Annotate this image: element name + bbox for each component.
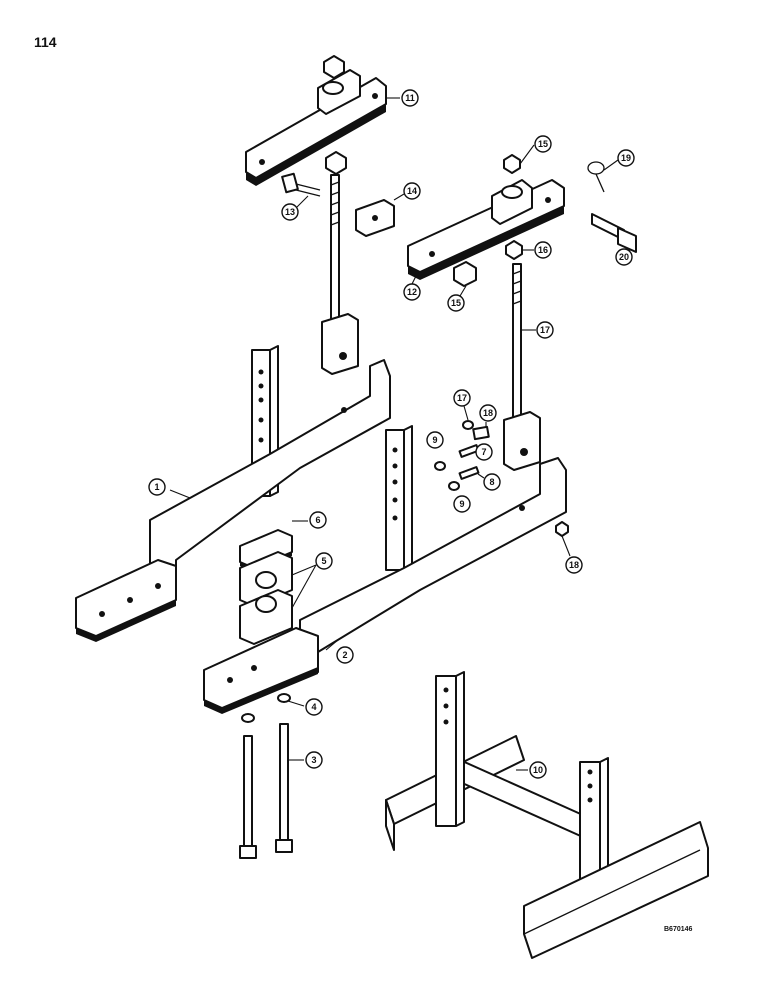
callout-4: 4 xyxy=(305,698,323,716)
svg-text:18: 18 xyxy=(483,408,493,418)
svg-text:15: 15 xyxy=(538,139,548,149)
svg-text:11: 11 xyxy=(405,93,415,103)
callout-8: 8 xyxy=(483,473,501,491)
svg-text:17: 17 xyxy=(457,393,467,403)
svg-text:20: 20 xyxy=(619,252,629,262)
callout-13: 14 xyxy=(403,182,421,200)
callout-14: 15 xyxy=(447,294,465,312)
callout-19: 19 xyxy=(617,149,635,167)
svg-text:10: 10 xyxy=(533,765,543,775)
pin-20-part xyxy=(591,213,637,253)
callout-16: 17 xyxy=(536,321,554,339)
svg-text:12: 12 xyxy=(407,287,417,297)
callout-9a: 9 xyxy=(426,431,444,449)
callout-7: 7 xyxy=(475,443,493,461)
svg-text:1: 1 xyxy=(154,482,159,492)
callout-6: 6 xyxy=(309,511,327,529)
svg-text:13: 13 xyxy=(285,207,295,217)
callout-18: 18 xyxy=(479,404,497,422)
spacer-14-part xyxy=(453,261,477,287)
callout-11b: 12 xyxy=(403,283,421,301)
svg-text:9: 9 xyxy=(459,499,464,509)
svg-text:3: 3 xyxy=(311,755,316,765)
bolts-3-part xyxy=(239,693,293,859)
svg-text:7: 7 xyxy=(481,447,486,457)
frame-2-part xyxy=(203,425,567,714)
svg-text:2: 2 xyxy=(342,650,347,660)
callout-12: 13 xyxy=(281,203,299,221)
callout-3: 3 xyxy=(305,751,323,769)
callout-1: 1 xyxy=(148,478,166,496)
callout-9b: 9 xyxy=(453,495,471,513)
rod-16-part xyxy=(503,263,541,471)
svg-text:19: 19 xyxy=(621,153,631,163)
clamp-6-part xyxy=(239,529,293,572)
svg-text:9: 9 xyxy=(432,435,437,445)
callout-10: 10 xyxy=(529,761,547,779)
page-number: 114 xyxy=(34,34,57,50)
assembled-view-10-part xyxy=(385,671,709,959)
callout-5: 5 xyxy=(315,552,333,570)
svg-text:14: 14 xyxy=(407,186,417,196)
bolt-12-part xyxy=(281,172,321,197)
left-rod-part xyxy=(321,151,359,375)
upper-bracket-part xyxy=(245,55,387,186)
svg-text:15: 15 xyxy=(451,298,461,308)
clamp-5-lower-part xyxy=(239,589,293,645)
callout-15a: 15 xyxy=(534,135,552,153)
callout-11a: 11 xyxy=(401,89,419,107)
callout-2: 2 xyxy=(336,646,354,664)
svg-text:16: 16 xyxy=(538,245,548,255)
clip-19-part xyxy=(587,161,605,193)
nut-15b-part xyxy=(505,240,523,260)
svg-text:5: 5 xyxy=(321,556,326,566)
svg-text:18: 18 xyxy=(569,560,579,570)
callout-17a: 17 xyxy=(453,389,471,407)
svg-text:8: 8 xyxy=(489,477,494,487)
svg-text:6: 6 xyxy=(315,515,320,525)
svg-text:17: 17 xyxy=(540,325,550,335)
svg-text:4: 4 xyxy=(311,702,316,712)
small-hardware-part xyxy=(434,420,569,537)
drawing-code: B670146 xyxy=(664,926,693,933)
lower-bracket-part xyxy=(407,179,565,280)
callout-17b: 18 xyxy=(565,556,583,574)
frame-1-part xyxy=(75,345,391,642)
nut-15a-part xyxy=(503,154,521,174)
callout-15b: 16 xyxy=(534,241,552,259)
callout-20: 20 xyxy=(615,248,633,266)
